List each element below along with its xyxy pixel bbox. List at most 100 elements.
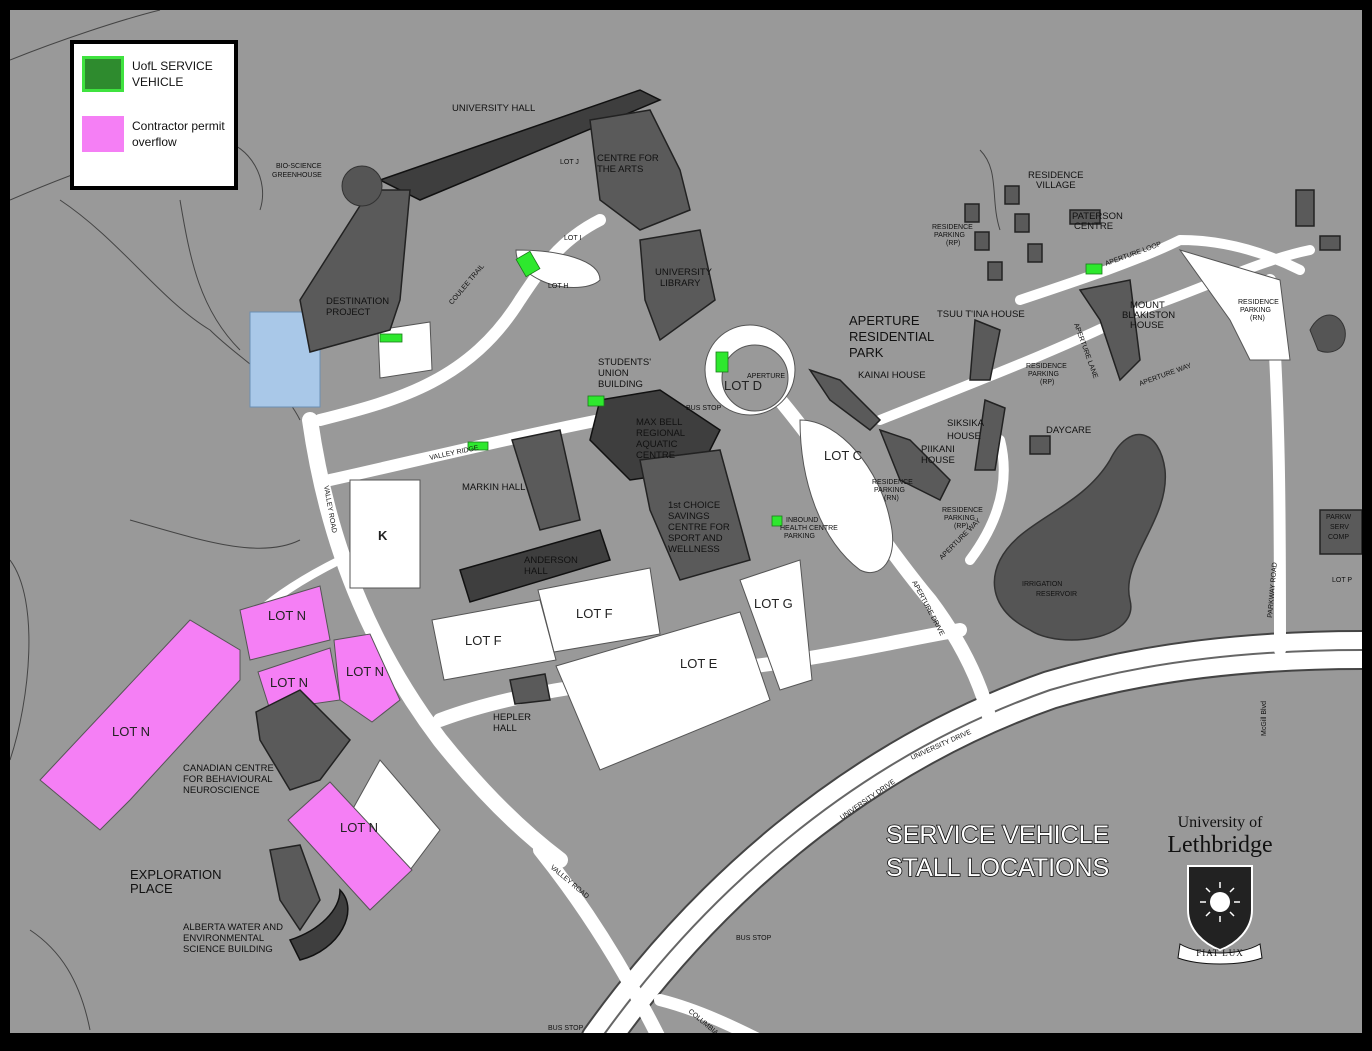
- overflow-areas: [39, 585, 413, 911]
- label-aperture-way-2: APERTURE WAY: [1138, 362, 1192, 388]
- label-lot-n-2: LOT N: [270, 675, 308, 690]
- label-lot-f-1: LOT F: [465, 633, 502, 648]
- label-awesb-3: SCIENCE BUILDING: [183, 944, 273, 955]
- label-library-1: UNIVERSITY: [655, 267, 713, 278]
- label-blakiston-2: BLAKISTON: [1122, 310, 1175, 321]
- residence-parking-labels: RESIDENCE PARKING (RP) RESIDENCE PARKING…: [872, 224, 1279, 530]
- university-logo: University of Lethbridge FIAT LUX: [1160, 814, 1280, 964]
- logo-shield: [1177, 865, 1263, 965]
- label-lot-p: LOT P: [1332, 577, 1352, 584]
- label-lot-f-2: LOT F: [576, 606, 613, 621]
- label-anderson-1: ANDERSON: [524, 555, 578, 566]
- label-fc-3: CENTRE FOR: [668, 522, 730, 533]
- label-tsuu-tina: TSUU T'INA HOUSE: [937, 309, 1025, 320]
- label-lot-i: LOT I: [564, 235, 581, 242]
- label-hepler-1: HEPLER: [493, 712, 531, 723]
- label-mcgill: McGill Blvd: [1261, 701, 1268, 736]
- label-paterson-2: CENTRE: [1074, 221, 1113, 232]
- label-lot-c: LOT C: [824, 448, 862, 463]
- label-lot-d: LOT D: [724, 378, 762, 393]
- label-awesb-1: ALBERTA WATER AND: [183, 922, 283, 933]
- sun-icon: [1210, 892, 1230, 912]
- label-siksika-2: HOUSE: [947, 431, 981, 442]
- label-health-1: INBOUND: [786, 517, 818, 524]
- label-piikani-2: HOUSE: [921, 455, 955, 466]
- label-lot-g: LOT G: [754, 596, 793, 611]
- label-lot-h: LOT H: [548, 283, 569, 290]
- label-blakiston-3: HOUSE: [1130, 320, 1164, 331]
- label-ccbn-2: FOR BEHAVIOURAL: [183, 774, 273, 785]
- label-anderson-2: HALL: [524, 566, 548, 577]
- label-centre-arts-2: THE ARTS: [597, 164, 643, 175]
- label-bus-stop-2: BUS STOP: [548, 1025, 584, 1032]
- label-su-1: STUDENTS': [598, 357, 651, 368]
- label-irrigation-2: RESERVOIR: [1036, 591, 1077, 598]
- label-health-3: PARKING: [784, 533, 815, 540]
- label-irrigation-1: IRRIGATION: [1022, 581, 1062, 588]
- label-village-2: VILLAGE: [1036, 180, 1076, 191]
- logo-motto: FIAT LUX: [1196, 948, 1244, 958]
- label-maxbell-3: AQUATIC: [636, 439, 678, 450]
- label-maxbell-1: MAX BELL: [636, 417, 682, 428]
- label-lot-n-5: LOT N: [340, 820, 378, 835]
- label-fc-4: SPORT AND: [668, 533, 723, 544]
- label-rp3-1: RESIDENCE: [942, 507, 983, 514]
- label-exploration-1: EXPLORATION: [130, 867, 222, 882]
- legend: UofL SERVICE VEHICLE Contractor permit o…: [70, 40, 238, 190]
- service-stalls: [379, 250, 1103, 527]
- label-centre-arts-1: CENTRE FOR: [597, 153, 659, 164]
- greenhouse-dome: [341, 165, 383, 207]
- label-greenhouse-1: BIO-SCIENCE: [276, 163, 322, 170]
- label-siksika-1: SIKSIKA: [947, 418, 985, 429]
- logo-text-2: Lethbridge: [1167, 832, 1273, 858]
- label-destination-2: PROJECT: [326, 307, 371, 318]
- label-exploration-2: PLACE: [130, 881, 173, 896]
- label-rp2-3: (RP): [1040, 379, 1054, 386]
- label-parkway-1: PARKW: [1326, 514, 1352, 521]
- label-kainai: KAINAI HOUSE: [858, 370, 926, 381]
- label-maxbell-4: CENTRE: [636, 450, 675, 461]
- lot-labels: LOT N LOT N LOT N LOT N LOT N LOT F LOT …: [112, 159, 1352, 835]
- label-health-2: HEALTH CENTRE: [780, 525, 838, 532]
- legend-label-overflow: Contractor permit overflow: [132, 119, 225, 149]
- building-labels: UNIVERSITY HALL CENTRE FOR THE ARTS UNIV…: [130, 103, 1352, 955]
- label-aperture-1: APERTURE: [849, 313, 920, 328]
- label-rn1-3: (RN): [884, 495, 899, 502]
- label-parkway-road: PARKWAY ROAD: [1267, 562, 1279, 618]
- label-rn1-2: PARKING: [874, 487, 905, 494]
- label-fc-5: WELLNESS: [668, 544, 720, 555]
- label-rn2-1: RESIDENCE: [1238, 299, 1279, 306]
- label-rp3-2: PARKING: [944, 515, 975, 522]
- label-university-hall: UNIVERSITY HALL: [452, 103, 535, 114]
- legend-label-service: UofL SERVICE VEHICLE: [132, 59, 213, 89]
- label-lot-j: LOT J: [560, 159, 579, 166]
- parking-lots: [329, 249, 1291, 871]
- label-rp3-3: (RP): [954, 523, 968, 530]
- label-lot-k: K: [378, 528, 388, 543]
- label-lot-n-1: LOT N: [268, 608, 306, 623]
- label-parkway-3: COMP: [1328, 534, 1349, 541]
- buildings: [255, 89, 1362, 961]
- label-rp2-2: PARKING: [1028, 371, 1059, 378]
- label-piikani-1: PIIKANI: [921, 444, 955, 455]
- label-library-2: LIBRARY: [660, 278, 701, 289]
- legend-swatch-overflow: [82, 116, 124, 152]
- label-hepler-2: HALL: [493, 723, 517, 734]
- label-fc-2: SAVINGS: [668, 511, 710, 522]
- irrigation-reservoir: [993, 433, 1166, 641]
- label-aperture-3: PARK: [849, 345, 884, 360]
- label-rp2-1: RESIDENCE: [1026, 363, 1067, 370]
- label-coulee-trail: COULEE TRAIL: [448, 263, 486, 306]
- lot-d-center: [721, 344, 789, 412]
- label-ccbn-1: CANADIAN CENTRE: [183, 763, 274, 774]
- label-su-3: BUILDING: [598, 379, 643, 390]
- label-bus-stop-1: BUS STOP: [736, 935, 772, 942]
- label-aperture-2: RESIDENTIAL: [849, 329, 934, 344]
- label-lot-n-3: LOT N: [346, 664, 384, 679]
- label-aperture-small: APERTURE: [747, 373, 785, 380]
- label-daycare: DAYCARE: [1046, 425, 1091, 436]
- legend-swatch-service: [82, 56, 124, 92]
- label-fc-1: 1st CHOICE: [668, 500, 720, 511]
- label-rp1-3: (RP): [946, 240, 960, 247]
